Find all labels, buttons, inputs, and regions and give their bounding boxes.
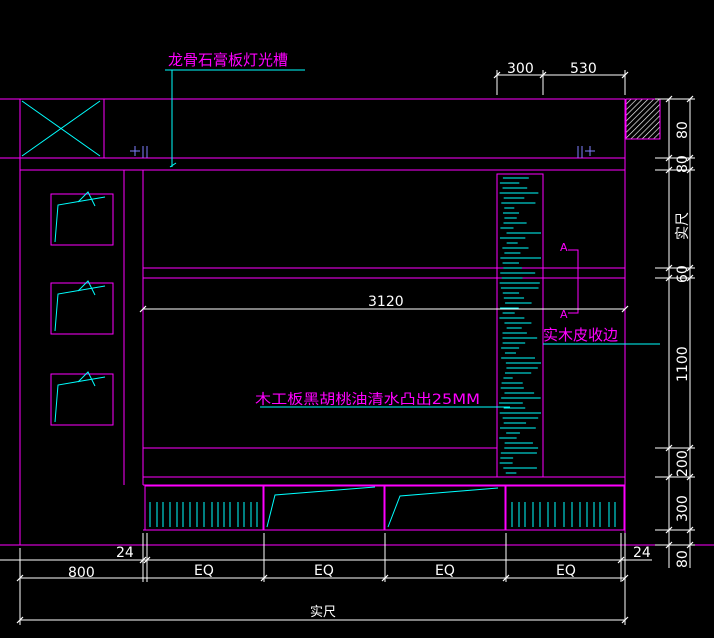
dimension-tick bbox=[260, 574, 268, 582]
dim-left-800: 800 bbox=[68, 565, 95, 581]
dimension-tick bbox=[665, 264, 673, 272]
annotation-light-trough: 龙骨石膏板灯光槽 bbox=[168, 51, 288, 69]
dimension-tick bbox=[139, 556, 147, 564]
dim-right-1100: 1100 bbox=[675, 346, 691, 382]
dimension-tick bbox=[16, 574, 24, 582]
dimension-tick bbox=[665, 166, 673, 174]
main-wall-bands bbox=[0, 267, 714, 546]
annotation-walnut-panel: 木工板黑胡桃油清水凸出25MM bbox=[255, 392, 480, 408]
dim-top-530: 530 bbox=[570, 61, 597, 77]
dim-right-80-second: 80 bbox=[675, 155, 691, 173]
dim-eq-2: EQ bbox=[314, 563, 334, 579]
dimension-tick bbox=[621, 71, 629, 79]
walnut-strip-column bbox=[496, 173, 544, 478]
light-fixture-right bbox=[577, 146, 595, 158]
dimension-tick bbox=[686, 274, 694, 282]
dimension-tick bbox=[665, 154, 673, 162]
dimension-tick bbox=[686, 473, 694, 481]
hatched-wall-section bbox=[625, 98, 661, 140]
dimension-tick bbox=[686, 95, 694, 103]
annotation-wood-edge: 实木皮收边 bbox=[543, 326, 618, 344]
dimension-tick bbox=[686, 264, 694, 272]
dimension-tick bbox=[16, 616, 24, 624]
dimension-tick bbox=[621, 574, 629, 582]
dim-right-80-top: 80 bbox=[675, 121, 691, 139]
section-mark-top-label: A bbox=[560, 241, 568, 254]
section-mark-bottom-label: A bbox=[560, 308, 568, 321]
dimension-tick bbox=[665, 274, 673, 282]
dimension-tick bbox=[621, 616, 629, 624]
bottom-cabinets bbox=[144, 485, 625, 531]
cabinet-left-slats bbox=[149, 502, 258, 527]
art-frame-2 bbox=[50, 280, 114, 335]
light-fixture-left bbox=[130, 146, 148, 158]
cabinet-right-slats bbox=[511, 502, 616, 527]
dimension-tick bbox=[665, 541, 673, 549]
dimension-tick bbox=[621, 305, 629, 313]
dimension-tick bbox=[665, 473, 673, 481]
dim-right-60: 60 bbox=[675, 265, 691, 283]
dimension-tick bbox=[493, 71, 501, 79]
dimension-tick bbox=[539, 71, 547, 79]
dimension-tick bbox=[381, 574, 389, 582]
dim-eq-1: EQ bbox=[194, 563, 214, 579]
dim-eq-3: EQ bbox=[435, 563, 455, 579]
dimension-tick bbox=[665, 95, 673, 103]
dimension-tick bbox=[686, 541, 694, 549]
section-mark-a bbox=[568, 249, 579, 314]
dimension-tick bbox=[617, 556, 625, 564]
ceiling-bulkhead bbox=[0, 98, 626, 545]
dimension-tick bbox=[665, 526, 673, 534]
dim-right-80-bottom: 80 bbox=[675, 550, 691, 568]
dimension-tick bbox=[686, 154, 694, 162]
dim-eq-4: EQ bbox=[556, 563, 576, 579]
dimension-tick bbox=[686, 526, 694, 534]
dim-right-300: 300 bbox=[675, 495, 691, 522]
dim-right-full: 实尺 bbox=[675, 212, 691, 240]
dimension-tick bbox=[143, 556, 151, 564]
dimension-tick bbox=[665, 444, 673, 452]
dim-top-300: 300 bbox=[507, 61, 534, 77]
dimension-tick bbox=[139, 305, 147, 313]
dimension-tick bbox=[502, 574, 510, 582]
dim-left-24: 24 bbox=[116, 545, 134, 561]
left-panel bbox=[123, 170, 144, 485]
leader-lines bbox=[165, 69, 660, 408]
art-frame-1 bbox=[50, 191, 114, 246]
dim-width-3120: 3120 bbox=[368, 294, 404, 310]
dimension-lines bbox=[0, 70, 695, 625]
cabinet-glass-reflections bbox=[266, 486, 499, 528]
art-frame-3 bbox=[50, 371, 114, 426]
dim-right-24: 24 bbox=[633, 545, 651, 561]
leader-arrow-tick bbox=[169, 162, 177, 168]
dimension-tick bbox=[686, 166, 694, 174]
dim-right-200: 200 bbox=[675, 450, 691, 477]
dimension-tick bbox=[686, 444, 694, 452]
crossed-box-symbol bbox=[21, 100, 101, 157]
dim-overall: 实尺 bbox=[310, 605, 336, 620]
